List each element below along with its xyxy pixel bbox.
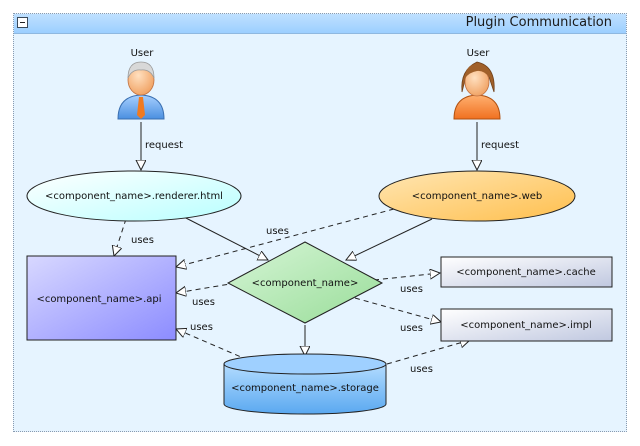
edge-web-core [346,218,433,260]
node-core[interactable]: <component_name> [226,241,384,324]
node-renderer-label: <component_name>.renderer.html [45,191,223,202]
node-api[interactable]: <component_name>.api [26,255,177,341]
edge-web-api [176,208,395,267]
node-impl-label: <component_name>.impl [460,320,592,331]
node-renderer[interactable]: <component_name>.renderer.html [26,170,242,222]
node-impl[interactable]: <component_name>.impl [440,308,613,342]
node-api-label: <component_name>.api [36,294,161,305]
edge-label-uses-web-api: uses [266,226,289,237]
node-web[interactable]: <component_name>.web [378,170,576,222]
edge-label-uses-core-api: uses [192,297,215,308]
title-bar: Plugin Communication [14,14,626,34]
edge-storage-impl [386,340,470,365]
user-right-label: User [467,48,491,59]
user-left-label: User [131,48,155,59]
edge-renderer-api [114,218,127,256]
node-cache[interactable]: <component_name>.cache [440,256,613,288]
edge-label-uses-core-impl: uses [400,323,423,334]
edge-renderer-core [181,215,268,260]
diagram-title: Plugin Communication [465,15,612,30]
edge-label-uses-core-cache: uses [400,284,423,295]
edge-label-uses-storage-api: uses [190,322,213,333]
user-left-actor: User [117,48,165,120]
edge-label-request-left: request [145,140,183,151]
edge-core-api [176,282,237,293]
edge-core-cache [373,273,440,281]
edge-core-impl [354,297,441,322]
node-storage-label: <component_name>.storage [231,383,379,394]
edge-label-uses-renderer-api: uses [131,235,154,246]
collapse-icon[interactable] [17,17,28,28]
node-web-label: <component_name>.web [412,191,543,202]
edge-label-uses-storage-impl: uses [410,364,433,375]
user-left-icon [117,61,165,120]
edge-label-request-right: request [481,140,519,151]
node-cache-label: <component_name>.cache [456,267,595,278]
user-right-actor: User [453,48,501,120]
node-storage[interactable]: <component_name>.storage [223,353,387,415]
user-right-icon [453,61,501,120]
node-core-label: <component_name> [252,278,359,289]
edge-storage-api [176,329,249,361]
